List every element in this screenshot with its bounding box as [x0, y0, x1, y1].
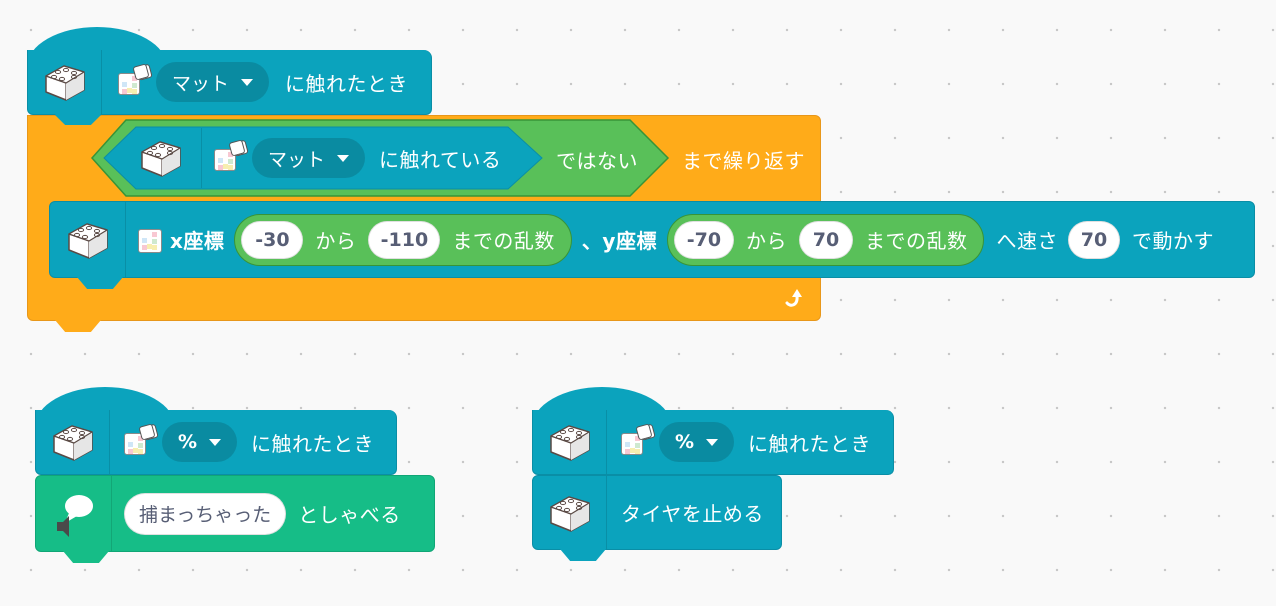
- y-from-separator: から: [745, 229, 787, 253]
- say-text-input[interactable]: 捕まっちゃった: [124, 492, 287, 535]
- brick-icon: [63, 218, 113, 262]
- x-random-reporter[interactable]: -30 から -110 までの乱数: [234, 213, 572, 266]
- color-mat-icon: [621, 423, 653, 455]
- speech-icon-cell: [36, 476, 112, 551]
- not-label: ではない: [556, 149, 638, 173]
- brick-icon-cell: [533, 410, 607, 474]
- sensor-dropdown[interactable]: %: [659, 422, 735, 462]
- touching-condition[interactable]: マット に触れている: [120, 128, 501, 188]
- touching-label: に触れている: [379, 147, 502, 172]
- say-block[interactable]: 捕まっちゃった としゃべる: [35, 475, 435, 552]
- brick-icon-cell: [50, 202, 126, 277]
- repeat-bottom-notch: [55, 320, 101, 332]
- dropdown-value: %: [178, 431, 198, 453]
- speech-bubble-speaker-icon: [56, 494, 93, 537]
- when-touched-hat-block[interactable]: マット に触れたとき: [27, 50, 432, 115]
- move-block-notch: [77, 277, 123, 289]
- x-coordinate-label: x座標: [170, 229, 225, 253]
- stop-tires-label: タイヤを止める: [621, 502, 764, 526]
- sensor-dropdown[interactable]: マット: [156, 62, 270, 102]
- y-from-input[interactable]: -70: [673, 220, 734, 259]
- say-label: としゃべる: [298, 503, 401, 527]
- brick-icon-cell: [533, 476, 607, 549]
- say-block-notch: [63, 551, 109, 563]
- hat-label: に触れたとき: [285, 71, 409, 96]
- brick-icon: [40, 60, 90, 104]
- loop-arrow-icon: [785, 289, 802, 307]
- brick-icon: [136, 136, 186, 180]
- dropdown-value: マット: [268, 148, 326, 171]
- speed-label: へ速さ: [996, 229, 1058, 253]
- condition-sensor-dropdown[interactable]: マット: [252, 138, 366, 178]
- move-label: で動かす: [1131, 229, 1214, 253]
- x-from-input[interactable]: -30: [241, 220, 304, 259]
- y-random-reporter[interactable]: -70 から 70 までの乱数: [666, 213, 985, 266]
- speed-input[interactable]: 70: [1067, 220, 1120, 259]
- y-coordinate-label: 、y座標: [581, 229, 657, 253]
- dropdown-value: %: [675, 431, 695, 453]
- brick-icon: [545, 420, 595, 464]
- brick-icon: [48, 420, 98, 464]
- y-to-input[interactable]: 70: [798, 220, 853, 259]
- brick-icon-cell: [28, 50, 102, 114]
- caret-down-icon: [706, 438, 719, 446]
- x-random-label: までの乱数: [452, 229, 555, 253]
- brick-icon-cell: [36, 410, 110, 474]
- x-to-input[interactable]: -110: [368, 220, 441, 259]
- x-from-separator: から: [315, 229, 357, 253]
- sensor-dropdown[interactable]: %: [162, 422, 238, 462]
- color-mat-icon: [118, 63, 150, 95]
- brick-icon: [545, 491, 595, 535]
- color-mat-icon: [124, 423, 156, 455]
- brick-icon-cell: [120, 128, 202, 188]
- caret-down-icon: [241, 78, 254, 86]
- stop-tires-block[interactable]: タイヤを止める: [532, 475, 782, 550]
- when-touched-hat-block[interactable]: % に触れたとき: [532, 410, 894, 475]
- color-mat-icon: [138, 227, 162, 253]
- when-touched-hat-block[interactable]: % に触れたとき: [35, 410, 397, 475]
- stop-block-notch: [560, 549, 606, 561]
- repeat-top-notch: [55, 115, 101, 125]
- y-random-label: までの乱数: [864, 229, 968, 253]
- repeat-until-label: まで繰り返す: [682, 149, 805, 173]
- caret-down-icon: [337, 154, 350, 162]
- color-mat-icon: [214, 139, 246, 171]
- dropdown-value: マット: [172, 72, 230, 95]
- hat-label: に触れたとき: [748, 431, 872, 456]
- hat-label: に触れたとき: [251, 431, 375, 456]
- move-to-random-block[interactable]: x座標 -30 から -110 までの乱数 、y座標 -70 から 70 までの…: [49, 201, 1255, 278]
- caret-down-icon: [209, 438, 222, 446]
